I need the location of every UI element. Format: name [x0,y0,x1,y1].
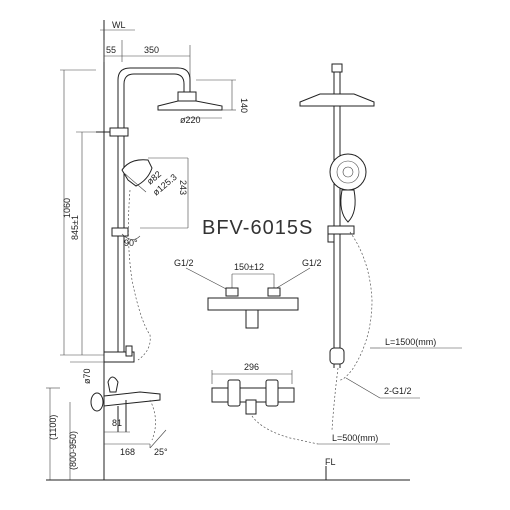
bottom-center-fitting [245,399,257,415]
total-height-dim: 1060 [62,198,72,218]
top-spout [245,309,259,329]
front-holder [327,225,355,235]
hand-shower [121,159,153,187]
top-inlet-right [267,287,281,297]
top-valve-body [207,297,299,311]
head-height-dim: 140 [239,98,249,113]
wall-label: WL [112,20,126,30]
connector-label: 2-G1/2 [384,386,412,396]
spout [103,391,161,407]
mixer-valve [103,351,135,363]
overhead-head [157,100,223,111]
valve-handle [107,376,119,393]
front-hand-shower-face [329,153,367,191]
spout-length-dim: 168 [120,447,135,457]
model-name: BFV-6015S [202,217,313,239]
shower-column [117,67,191,355]
valve-top-handle [125,345,133,357]
front-hand-shower-handle [340,189,356,223]
arm-length-dim: 350 [144,45,159,55]
hand-holder [111,227,129,237]
inlet-right-label: G1/2 [302,258,322,268]
hand-height-dim: 243 [178,180,188,195]
floor-label: FL [325,457,336,467]
holder-height-dim: 845±1 [70,215,80,240]
front-view: FL L=1500(mm) 2-G1/2 [299,63,462,480]
hose-500-label: L=500(mm) [332,433,378,443]
height-range-dim: (800-950) [68,431,78,470]
angle-dim: 90° [124,238,138,248]
front-overhead-head [299,93,375,107]
spout-angle-dim: 25° [154,447,168,457]
valve-diameter-dim: ø70 [82,368,92,384]
hose-1500-label: L=1500(mm) [385,337,436,347]
mid-bracket [109,127,129,137]
front-valve [329,347,345,365]
front-column [333,70,341,368]
bottom-view: 296 L=500(mm) [211,362,390,445]
head-diameter-dim: ø220 [180,115,201,125]
spout-depth-dim: 81 [112,418,122,428]
top-inlet-left [225,287,239,297]
height-1100-dim: (1100) [48,415,58,440]
top-view: G1/2 G1/2 150±12 [174,258,322,329]
bottom-handle-left [227,379,241,407]
overhead-head-body [177,91,197,102]
side-view: WL 55 350 ø220 140 ø82 ø125.3 243 [46,20,410,481]
wall-offset-dim: 55 [106,45,116,55]
bottom-handle-right [265,379,279,407]
diverter-knob [90,392,104,412]
inlet-left-label: G1/2 [174,258,194,268]
center-distance-dim: 150±12 [234,262,264,272]
width-dim: 296 [244,362,259,372]
